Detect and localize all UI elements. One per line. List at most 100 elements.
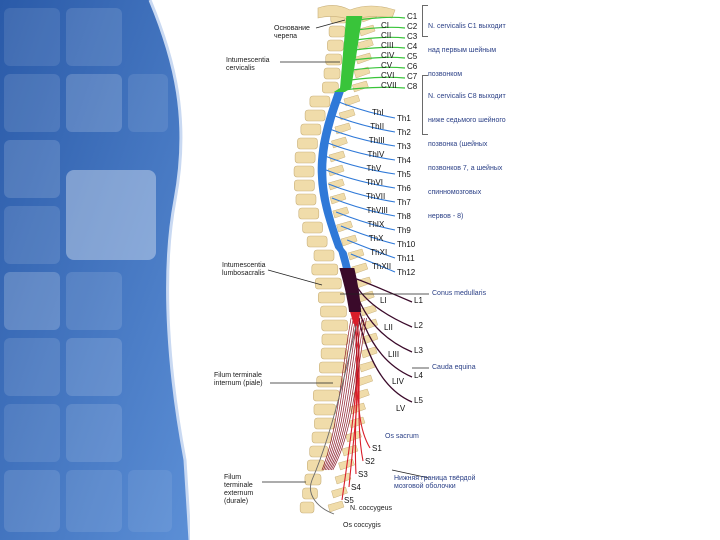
thoracic-nerve-root [331, 197, 396, 217]
spinous-process [348, 416, 366, 429]
vertebra-label-liv: LIV [392, 377, 405, 386]
label-osnovanie: Основание черепа [274, 25, 310, 41]
cervical-nerve-root [352, 56, 406, 61]
vertebra-label-thi: ThI [372, 108, 384, 117]
note-c8: N. cervicalis C8 выходит ниже седьмого ш… [428, 77, 506, 237]
note-line: нервов - 8) [428, 213, 464, 220]
skull-base [317, 5, 396, 21]
spinous-process [334, 472, 352, 485]
vertebra-label-thii: ThII [370, 122, 385, 131]
label-lower-border-dura: Нижняя граница твёрдой мозговой оболочки [394, 475, 475, 491]
cauda-equina-fiber [329, 317, 363, 471]
spinal-nerves [310, 16, 413, 515]
nerve-label-c7: C7 [407, 72, 418, 81]
thoracic-nerve-root [328, 183, 396, 203]
nerve-label-s1: S1 [372, 444, 382, 453]
vertebral-body [323, 67, 341, 80]
sacral-nerve-root [341, 321, 358, 501]
vertebral-body [297, 137, 318, 150]
label-line: internum (piale) [214, 380, 263, 387]
vertebra-label-liii: LIII [388, 350, 400, 359]
vertebral-body [306, 235, 328, 248]
vertebra-label-thvi: ThVI [366, 178, 383, 187]
label-os-coccygis: Os coccygis [343, 522, 381, 529]
vertebral-body [315, 277, 342, 290]
nerve-label-th5: Th5 [397, 170, 411, 179]
note-line: N. cervicalis C8 выходит [428, 93, 506, 100]
filum-terminale [310, 325, 357, 515]
vertebra-label-thv: ThV [366, 164, 382, 173]
spinous-process [361, 332, 379, 345]
vertebral-body [304, 473, 322, 486]
cervical-nerve-root [351, 66, 406, 71]
thoracic-nerve-root [350, 253, 396, 273]
vertebra-label-cvii: CVII [381, 81, 397, 90]
spinous-process [327, 164, 345, 177]
label-line: cervicalis [226, 65, 255, 72]
vertebral-body [313, 389, 340, 402]
label-n-coccygeus: N. coccygeus [350, 505, 393, 512]
thoracic-nerve-root [326, 127, 396, 147]
label-line: Основание [274, 25, 310, 32]
cervical-nerve-root [356, 26, 406, 31]
label-line: Intumescentia [222, 262, 266, 269]
cauda-equina-fiber [321, 317, 352, 471]
vertebral-body [313, 403, 336, 416]
note-line: N. cervicalis C1 выходит [428, 23, 506, 30]
decorative-side-panel [0, 0, 190, 540]
cervical-nerve-root [354, 46, 406, 51]
vertebra-label-civ: CIV [381, 51, 395, 60]
label-line: terminale [224, 482, 253, 489]
nerve-label-th2: Th2 [397, 128, 411, 137]
note-line: спинномозговых [428, 189, 482, 196]
nerve-label-th3: Th3 [397, 142, 411, 151]
vertebral-body [299, 501, 315, 514]
nerve-label-c4: C4 [407, 42, 418, 51]
spinous-process [331, 136, 348, 149]
cervical-nerve-root [350, 76, 406, 81]
vertebra-label-cv: CV [381, 61, 393, 70]
nerve-label-th12: Th12 [397, 268, 416, 277]
vertebra-label-ciii: CIII [381, 41, 394, 50]
vertebra-label-lv: LV [396, 404, 406, 413]
spinous-process [360, 304, 377, 317]
nerve-label-l3: L3 [414, 346, 423, 355]
panel-grid [4, 8, 172, 532]
cord-lumbar-segment [339, 268, 362, 312]
vertebral-body [316, 375, 343, 388]
spinous-process [332, 206, 350, 219]
note-line: над первым шейным [428, 47, 497, 54]
vertebra-label-li: LI [380, 296, 387, 305]
vertebral-body [328, 25, 346, 38]
nerve-label-c5: C5 [407, 52, 418, 61]
vertebral-body [295, 193, 317, 206]
note-line: позвонков 7, а шейных [428, 165, 503, 172]
cervical-nerve-root [357, 16, 406, 21]
label-line: мозговой оболочки [394, 483, 456, 490]
label-line: (durale) [224, 498, 249, 505]
thoracic-nerve-root [324, 155, 396, 175]
vertebra-label-cii: CII [381, 31, 392, 40]
vertebral-body [319, 361, 346, 374]
spinous-process [336, 220, 353, 233]
nerve-label-th11: Th11 [397, 254, 415, 263]
cauda-equina-fiber [326, 317, 359, 471]
nerve-label-c6: C6 [407, 62, 418, 71]
label-line: lumbosacralis [222, 270, 265, 277]
label-line: Filum terminale [214, 372, 262, 379]
vertebral-body [304, 109, 326, 122]
nerve-label-s5: S5 [344, 496, 354, 505]
vertebral-body [302, 221, 323, 234]
thoracic-nerve-root [346, 239, 396, 259]
vertebral-body [294, 179, 315, 192]
vertebral-body [325, 53, 343, 66]
label-line: externum [224, 490, 254, 497]
spinous-process [343, 94, 361, 107]
thoracic-nerve-root [335, 211, 396, 231]
nerve-label-c2: C2 [407, 22, 418, 31]
vertebral-body [321, 319, 349, 332]
vertebral-column [293, 5, 396, 514]
spinous-process [357, 38, 374, 51]
nerve-label-th10: Th10 [397, 240, 416, 249]
